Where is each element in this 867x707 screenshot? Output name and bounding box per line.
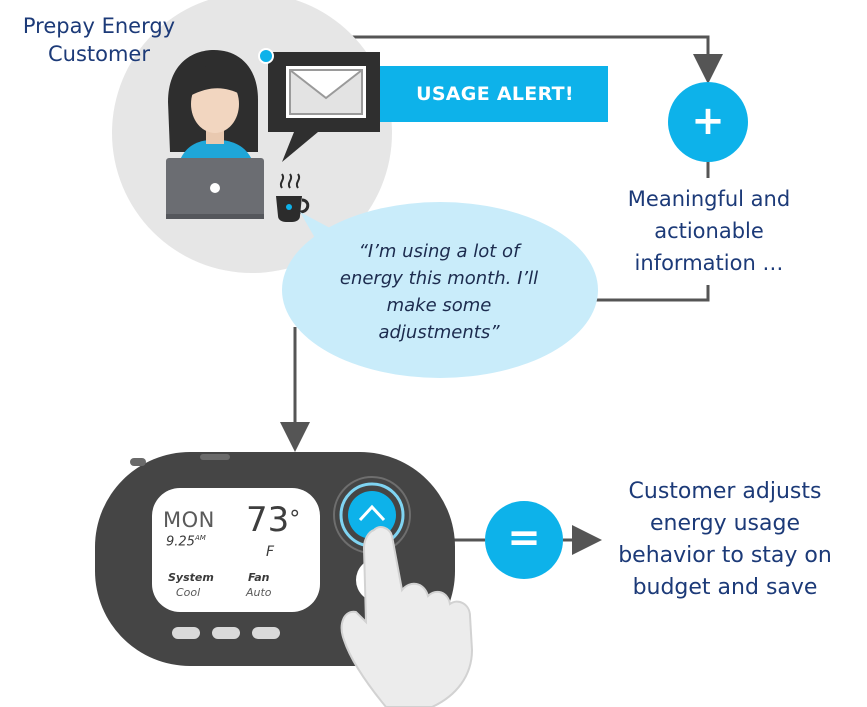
thermostat-fan-value: Auto	[246, 586, 272, 599]
equals-symbol: =	[507, 515, 541, 561]
thermostat-temperature-value: 73	[246, 500, 290, 540]
hand-icon	[340, 526, 474, 707]
usage-alert-text: USAGE ALERT!	[416, 83, 574, 105]
degree-symbol: °	[289, 507, 301, 532]
info-label-line-1: Meaningful and	[627, 187, 791, 211]
info-label-line-3: information …	[634, 251, 784, 275]
thermostat-time-suffix: AM	[194, 534, 206, 542]
thermostat-button-2	[212, 627, 240, 639]
equals-node	[485, 501, 563, 579]
customer-label-line-1: Prepay Energy	[22, 14, 176, 38]
quote-line-4: adjustments”	[378, 322, 500, 343]
thermostat-button-1	[172, 627, 200, 639]
result-label-line-3: behavior to stay on	[618, 543, 832, 568]
arrow-customer-to-plus	[186, 35, 723, 84]
notification-dot	[258, 48, 274, 64]
connector-lines	[186, 35, 723, 555]
quote-bubble	[282, 202, 598, 378]
usage-alert-banner	[380, 66, 608, 122]
equals-circle	[485, 501, 563, 579]
thermostat-fan-label: Fan	[248, 571, 270, 584]
envelope-icon	[289, 69, 363, 115]
thermostat-unit: F	[266, 544, 275, 560]
quote-line-3: make some	[386, 295, 492, 316]
thermostat-time: 9.25AM	[166, 534, 206, 549]
thermostat-temperature: 73°	[246, 500, 300, 540]
thermostat-system-label: System	[168, 571, 214, 584]
result-label-line-2: energy usage	[649, 511, 801, 536]
quote-bubble-shape	[282, 202, 598, 378]
thermostat-button-3	[252, 627, 280, 639]
info-label: Meaningful and actionable information …	[600, 183, 818, 279]
result-label-line-4: budget and save	[632, 575, 818, 600]
coffee-cup-icon	[276, 173, 310, 222]
info-label-line-2: actionable	[654, 219, 764, 243]
customer-label-line-2: Customer	[47, 42, 150, 66]
thermostat-day: MON	[163, 508, 215, 532]
customer-quote: “I’m using a lot of energy this month. I…	[308, 238, 570, 346]
quote-line-1: “I’m using a lot of	[358, 241, 520, 262]
plus-symbol: +	[691, 98, 725, 144]
plus-circle	[668, 82, 748, 162]
thermostat-time-value: 9.25	[166, 534, 195, 550]
result-label: Customer adjusts energy usage behavior t…	[600, 476, 850, 604]
plus-node	[668, 82, 748, 162]
message-envelope	[258, 48, 608, 162]
thermostat-system-value: Cool	[176, 586, 201, 599]
chevron-up-icon	[358, 504, 386, 522]
thermostat-screen	[152, 488, 320, 612]
customer-label: Prepay Energy Customer	[10, 12, 188, 68]
connector-info-to-bubble	[596, 285, 710, 302]
result-label-line-1: Customer adjusts	[628, 479, 822, 504]
quote-line-2: energy this month. I’ll	[339, 268, 539, 289]
